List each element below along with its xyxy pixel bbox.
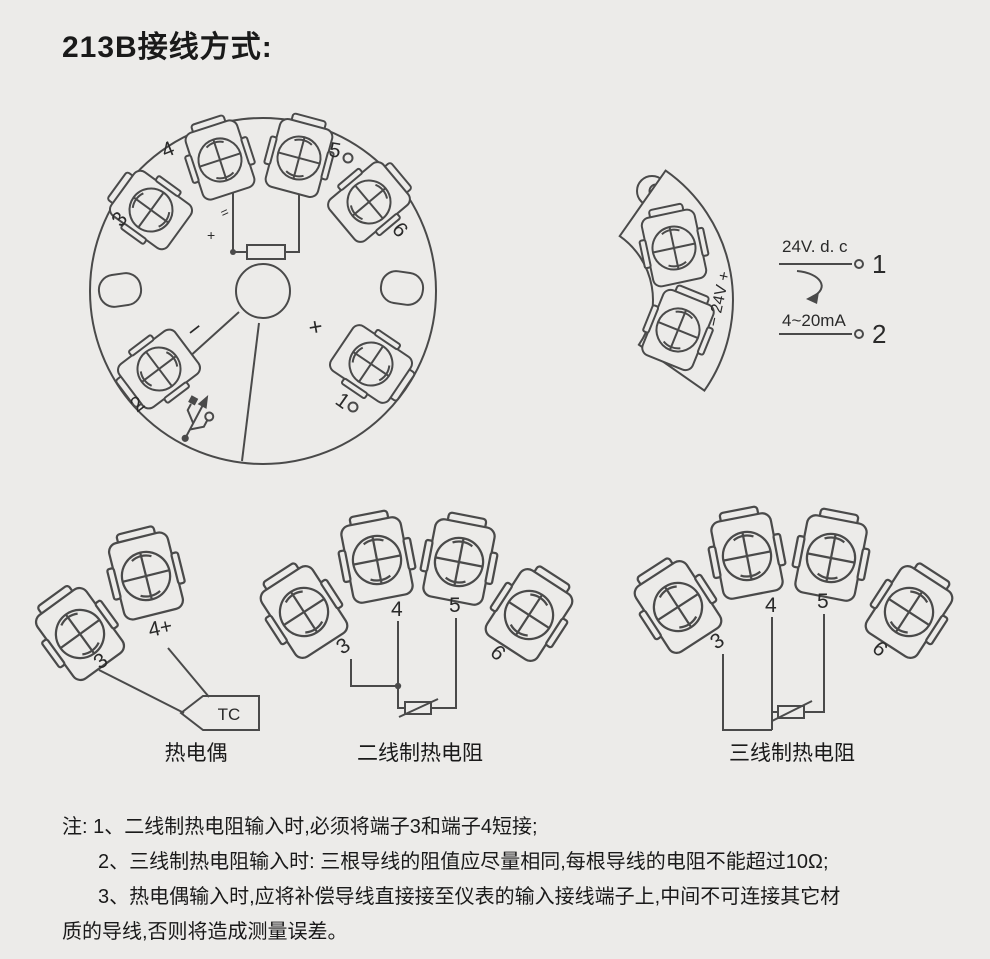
note-line-2: 2、三线制热电阻输入时: 三根导线的阻值应尽量相同,每根导线的电阻不能超过10Ω… [98, 851, 829, 873]
internal-resistor [246, 244, 286, 260]
rtd2-label-6: 6 [486, 641, 510, 666]
screw-terminal [96, 158, 200, 258]
rtd3-wires [722, 614, 825, 731]
wiring-diagram-svg: = + 3 4 5 6 2 1 + − [21, 108, 967, 765]
rtd-3wire-diagram: 3 4 5 6 三线制热电阻 [620, 501, 967, 765]
usb-icon [181, 395, 215, 442]
note-line-4: 质的导线,否则将造成测量误差。 [62, 921, 348, 943]
rtd2-label-5: 5 [449, 594, 461, 617]
screw-terminal [786, 503, 877, 605]
rtd-2wire-diagram: 3 4 5 6 二线制热电阻 [246, 505, 587, 765]
head-terminal-label-4: 4 [158, 137, 178, 163]
head-internal-wiring: = + [207, 192, 300, 260]
head-plus-mark: + [306, 313, 324, 342]
note-line-1: 注: 1、二线制热电阻输入时,必须将端子3和端子4短接; [62, 816, 538, 838]
current-arrowhead [806, 292, 819, 304]
rtd3-label-4: 4 [765, 594, 777, 617]
screw-terminal [331, 505, 422, 607]
screw-terminal [320, 149, 424, 251]
tc-probe-shape [179, 695, 260, 731]
resistor-slash [398, 698, 439, 718]
power-section: − 24V + 24V. d. c 1 4~20mA 2 [618, 169, 886, 392]
loop-schematic: 24V. d. c 1 4~20mA 2 [779, 237, 886, 349]
head-minus-mark: − [181, 315, 209, 345]
center-hole [235, 263, 291, 319]
rtd2-label-4: 4 [391, 598, 403, 621]
rtd2-label-3: 3 [332, 634, 354, 660]
rtd3-label-3: 3 [706, 629, 728, 655]
tc-wire [167, 647, 210, 698]
wedge-line [241, 322, 260, 462]
side-hole-left [97, 272, 143, 308]
terminal-hole-marker [342, 152, 354, 164]
screw-terminal [414, 507, 505, 609]
screw-terminal [701, 501, 792, 603]
current-label: 4~20mA [782, 311, 846, 330]
screw-terminal [98, 520, 192, 624]
screw-terminal [175, 109, 263, 205]
notes-block: 注: 1、二线制热电阻输入时,必须将端子3和端子4短接; 2、三线制热电阻输入时… [62, 810, 962, 950]
loop-terminal-2-circle [854, 329, 864, 339]
rtd3-label-5: 5 [817, 590, 829, 613]
internal-plus-mark: + [207, 227, 215, 243]
note-line-3: 3、热电偶输入时,应将补偿导线直接接至仪表的输入接线端子上,中间不可连接其它材 [98, 886, 841, 908]
loop-terminal-1-label: 1 [872, 249, 886, 279]
resistor-slash [771, 700, 813, 722]
supply-label: 24V. d. c [782, 237, 848, 256]
rtd2-caption: 二线制热电阻 [357, 742, 483, 765]
rtd-resistor [404, 701, 432, 715]
transmitter-head: = + 3 4 5 6 2 1 + − [89, 108, 437, 465]
rtd-resistor [777, 705, 805, 719]
side-hole-right [379, 270, 425, 306]
terminal-hole-marker [347, 401, 359, 413]
rtd2-wires [350, 618, 457, 718]
tc-wire [98, 669, 185, 714]
thermocouple-diagram: 3 4+ TC 热电偶 [21, 520, 260, 765]
rtd3-caption: 三线制热电阻 [729, 742, 855, 765]
head-outline [89, 117, 437, 465]
internal-eq-mark: = [218, 204, 231, 221]
loop-terminal-2-label: 2 [872, 319, 886, 349]
head-terminal-label-5: 5 [327, 138, 343, 163]
tc-text: TC [218, 705, 241, 724]
loop-terminal-1-circle [854, 259, 864, 269]
page-title: 213B接线方式: [62, 31, 273, 64]
rtd3-label-6: 6 [868, 637, 892, 662]
tc-caption: 热电偶 [165, 742, 228, 765]
tc-label-4: 4+ [146, 614, 174, 641]
